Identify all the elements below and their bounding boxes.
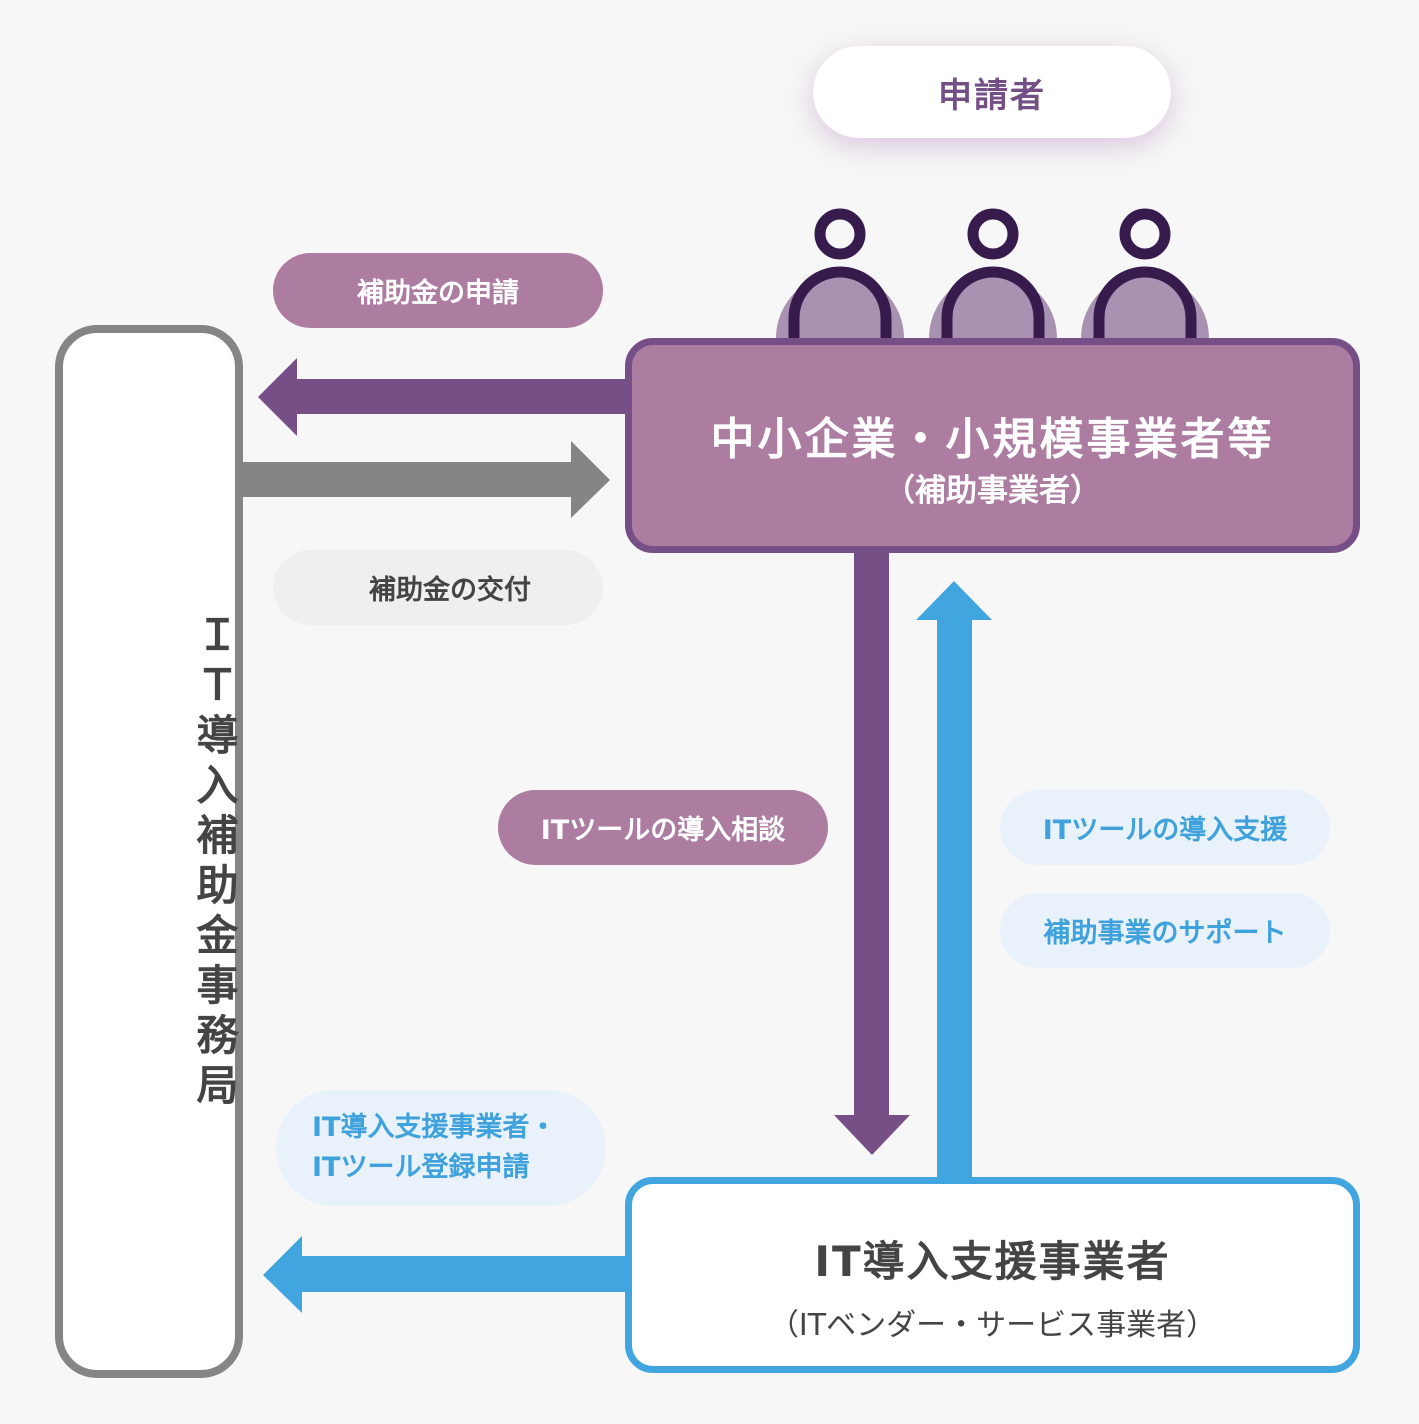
vendor-box: IT導入支援事業者 （ITベンダー・サービス事業者）: [625, 1177, 1360, 1373]
sme-subtitle: （補助事業者）: [884, 473, 1101, 509]
arrow-registration: [263, 1236, 632, 1313]
arrow-application: [258, 358, 632, 436]
label-support: ITツールの導入支援: [1000, 790, 1330, 865]
vendor-title: IT導入支援事業者: [814, 1237, 1171, 1286]
label-registration-line-2: ITツール登録申請: [312, 1152, 530, 1183]
sme-title: 中小企業・小規模事業者等: [710, 414, 1275, 465]
label-subsidy-application: 補助金の申請: [273, 253, 603, 328]
label-registration: IT導入支援事業者・ ITツール登録申請: [276, 1090, 606, 1206]
it-subsidy-office-box: ＩＴ導入補助金事務局: [55, 325, 243, 1378]
office-title: ＩＴ導入補助金事務局: [190, 613, 239, 1113]
label-registration-line-1: IT導入支援事業者・: [312, 1112, 557, 1143]
applicant-label: 申請者: [813, 46, 1171, 138]
label-consultation: ITツールの導入相談: [498, 790, 828, 865]
arrow-grant: [240, 441, 610, 518]
person-icon-3: [1081, 208, 1209, 364]
vendor-subtitle: （ITベンダー・サービス事業者）: [768, 1308, 1217, 1343]
label-project-support: 補助事業のサポート: [1000, 893, 1330, 968]
person-icon-1: [776, 208, 904, 364]
arrow-consultation: [834, 552, 910, 1155]
arrow-support: [916, 581, 992, 1180]
person-icon-2: [929, 208, 1057, 364]
sme-box: 中小企業・小規模事業者等 （補助事業者）: [625, 338, 1360, 553]
label-subsidy-grant: 補助金の交付: [273, 550, 603, 625]
